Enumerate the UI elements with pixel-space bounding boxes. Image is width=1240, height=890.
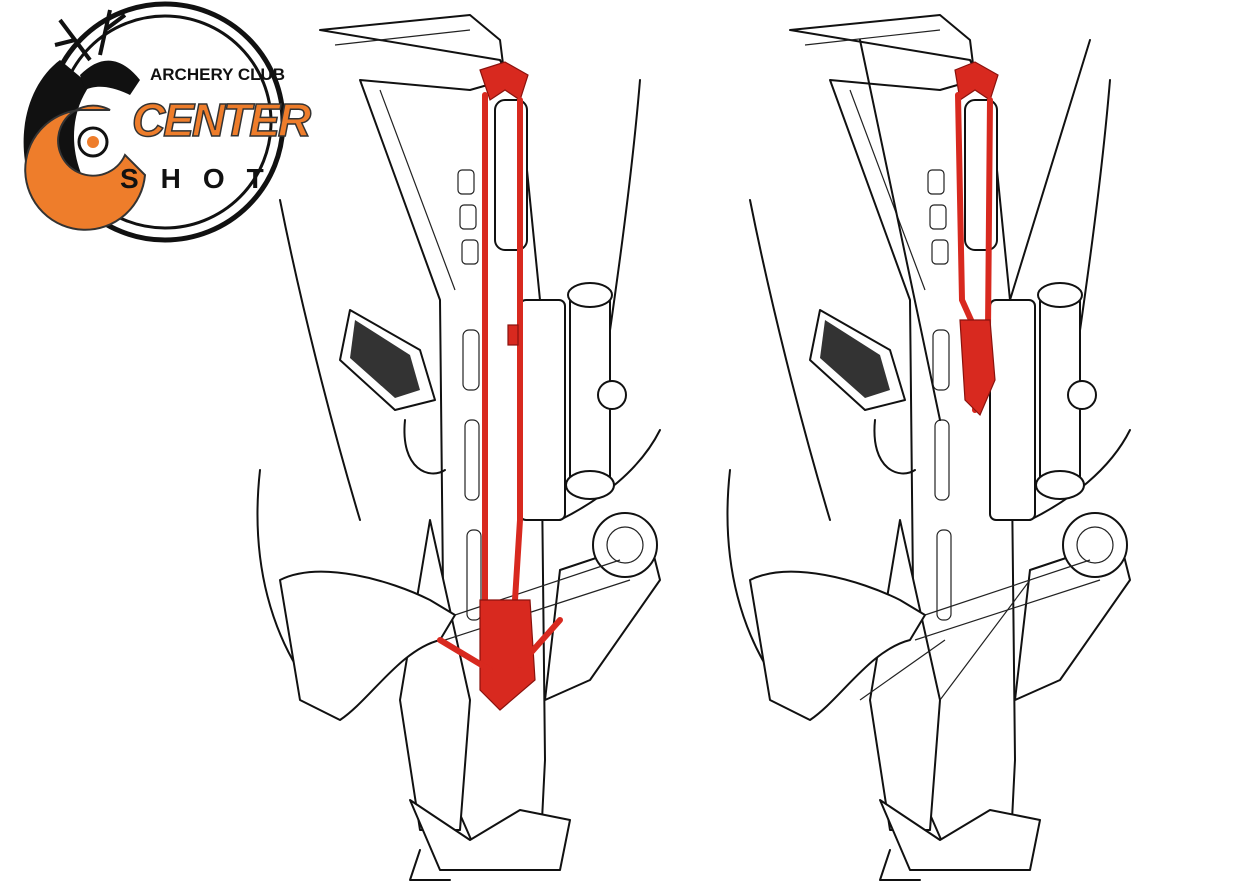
cocking-rope-right: [512, 97, 523, 603]
antlers: [54, 9, 127, 62]
panel-step-1: [256, 14, 661, 881]
panel-step-2: [726, 14, 1131, 881]
center-shot-logo: ARCHERY CLUB CENTER SHOT: [23, 1, 314, 243]
rope-hooks: [479, 599, 536, 711]
drawn-rope: [859, 39, 1091, 421]
logo-c: [24, 104, 147, 231]
deer-head: [80, 60, 140, 95]
rope-pulley: [507, 324, 519, 346]
logo-bottom-text: SHOT: [120, 163, 286, 194]
logo-main-text: CENTER: [132, 94, 311, 146]
logo-top-text: ARCHERY CLUB: [150, 65, 285, 84]
rope-hooks: [959, 319, 996, 417]
